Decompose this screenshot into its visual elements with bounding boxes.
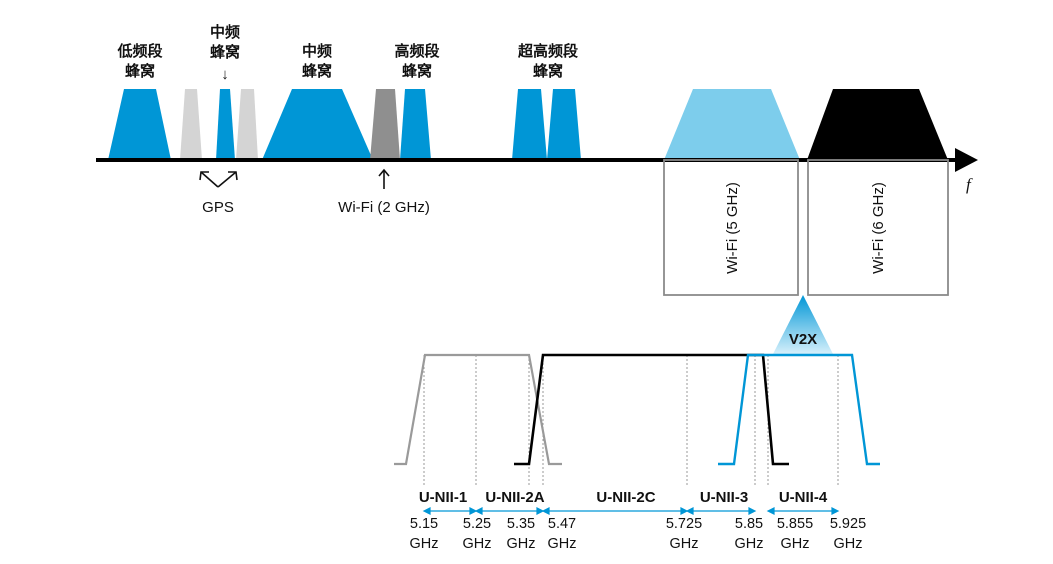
channel-range-arrows bbox=[422, 507, 840, 515]
svg-text:5.25: 5.25 bbox=[463, 516, 491, 532]
frequency-value-5-15: 5.15 GHz bbox=[410, 516, 439, 552]
wifi-2ghz-arrow-icon bbox=[378, 168, 390, 189]
svg-text:GHz: GHz bbox=[463, 536, 492, 552]
frequency-guides bbox=[423, 355, 839, 486]
svg-text:5.15: 5.15 bbox=[410, 516, 438, 532]
svg-text:5.47: 5.47 bbox=[548, 516, 576, 532]
frequency-value-5-47: 5.47 GHz bbox=[548, 516, 577, 552]
wifi-6ghz-box bbox=[807, 159, 949, 296]
wifi-2ghz-band bbox=[370, 89, 400, 160]
v2x-callout bbox=[773, 295, 833, 354]
mid-cellular-label-2: 蜂窝 bbox=[302, 62, 332, 80]
svg-text:GHz: GHz bbox=[735, 536, 764, 552]
wifi-5ghz-box bbox=[663, 159, 799, 296]
wifi-6ghz-band bbox=[807, 89, 948, 160]
mid-cellular-small-label-2: 蜂窝 bbox=[210, 43, 240, 61]
channel-label-unii-2a: U-NII-2A bbox=[485, 489, 544, 506]
svg-text:GHz: GHz bbox=[834, 536, 863, 552]
gps-band-right bbox=[236, 89, 258, 160]
ultra-high-cellular-label-2: 蜂窝 bbox=[533, 62, 563, 80]
svg-text:GHz: GHz bbox=[507, 536, 536, 552]
mid-cellular-small-band bbox=[216, 89, 235, 160]
channel-label-unii-3: U-NII-3 bbox=[700, 489, 748, 506]
gps-arrows-icon bbox=[199, 171, 238, 188]
frequency-value-5-925: 5.925 GHz bbox=[830, 516, 866, 552]
mid-cellular-label-1: 中频 bbox=[302, 42, 332, 60]
low-cellular-band bbox=[108, 89, 171, 160]
svg-text:5.85: 5.85 bbox=[735, 516, 763, 532]
svg-text:5.725: 5.725 bbox=[666, 516, 702, 532]
wifi-5ghz-band bbox=[664, 89, 800, 160]
gps-label: GPS bbox=[202, 199, 234, 216]
high-cellular-band bbox=[400, 89, 431, 160]
axis-arrowhead bbox=[955, 148, 978, 172]
channel-label-unii-2c: U-NII-2C bbox=[596, 489, 655, 506]
svg-text:GHz: GHz bbox=[410, 536, 439, 552]
mid-cellular-band bbox=[262, 89, 373, 160]
unii-2c-3-trace bbox=[514, 353, 789, 466]
svg-text:GHz: GHz bbox=[670, 536, 699, 552]
ultra-high-cellular-band-1 bbox=[512, 89, 547, 160]
ultra-high-cellular-label-1: 超高频段 bbox=[517, 42, 578, 60]
svg-text:GHz: GHz bbox=[781, 536, 810, 552]
unii-4-trace bbox=[718, 353, 880, 466]
mid-cellular-small-label-1: 中频 bbox=[210, 23, 240, 41]
wifi-6ghz-label: Wi-Fi (6 GHz) bbox=[870, 182, 887, 274]
frequency-value-5-25: 5.25 GHz bbox=[463, 516, 492, 552]
frequency-value-5-725: 5.725 GHz bbox=[666, 516, 702, 552]
high-cellular-label-2: 蜂窝 bbox=[402, 62, 432, 80]
high-cellular-label-1: 高频段 bbox=[394, 42, 439, 60]
svg-text:5.925: 5.925 bbox=[830, 516, 866, 532]
frequency-value-5-85: 5.85 GHz bbox=[735, 516, 764, 552]
axis-label: f bbox=[966, 175, 973, 194]
channel-label-unii-4: U-NII-4 bbox=[779, 489, 828, 506]
svg-text:5.35: 5.35 bbox=[507, 516, 535, 532]
frequency-value-5-35: 5.35 GHz bbox=[507, 516, 536, 552]
svg-text:5.855: 5.855 bbox=[777, 516, 813, 532]
wifi-2ghz-label: Wi-Fi (2 GHz) bbox=[338, 199, 430, 216]
low-cellular-label-1: 低频段 bbox=[116, 42, 162, 60]
v2x-label: V2X bbox=[789, 331, 817, 348]
mid-cellular-small-arrow: ↓ bbox=[221, 66, 229, 83]
wifi-5ghz-label: Wi-Fi (5 GHz) bbox=[724, 182, 741, 274]
ultra-high-cellular-band-2 bbox=[547, 89, 581, 160]
frequency-value-5-855: 5.855 GHz bbox=[777, 516, 813, 552]
svg-text:GHz: GHz bbox=[548, 536, 577, 552]
unii-1-2a-trace bbox=[394, 353, 562, 466]
low-cellular-label-2: 蜂窝 bbox=[125, 62, 155, 80]
gps-band-left bbox=[180, 89, 202, 160]
channel-label-unii-1: U-NII-1 bbox=[419, 489, 467, 506]
